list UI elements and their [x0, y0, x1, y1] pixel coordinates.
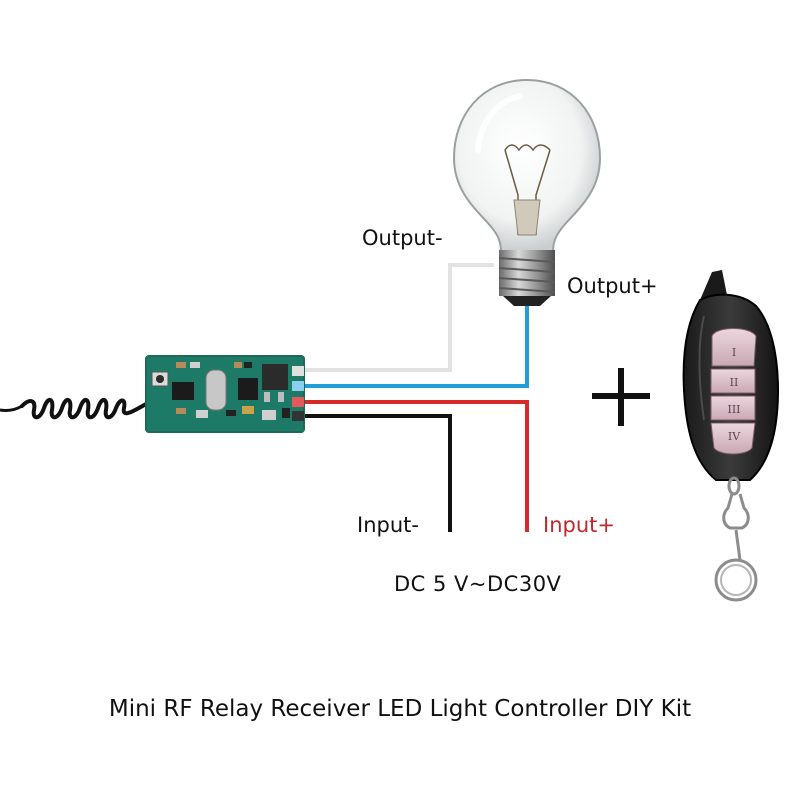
wire-input-plus	[300, 400, 529, 532]
receiver-module	[145, 355, 305, 433]
remote-button-label: III	[727, 403, 740, 416]
light-bulb-icon	[452, 78, 602, 306]
remote-button: IV	[710, 422, 756, 455]
product-caption: Mini RF Relay Receiver LED Light Control…	[108, 696, 692, 722]
remote-control-icon: I II III IV	[682, 270, 780, 602]
coiled-antenna	[0, 398, 148, 420]
input-minus-label: Input-	[357, 513, 419, 537]
keyring-clip	[714, 476, 758, 602]
output-minus-label: Output-	[362, 226, 443, 250]
remote-button-label: I	[732, 346, 736, 359]
remote-antenna	[700, 270, 728, 300]
remote-button: III	[710, 395, 756, 421]
wire-output-plus	[300, 306, 529, 388]
remote-button-label: II	[730, 376, 739, 389]
output-plus-label: Output+	[567, 274, 658, 298]
remote-button-label: IV	[728, 430, 741, 443]
wire-output-minus	[300, 263, 494, 372]
pcb-chip	[238, 378, 258, 400]
voltage-range-label: DC 5 V~DC30V	[394, 572, 562, 596]
plus-icon	[592, 368, 650, 426]
wire-input-minus	[300, 414, 452, 532]
wires	[300, 263, 529, 532]
remote-button: I	[711, 328, 757, 367]
pcb-chip	[172, 382, 194, 400]
pcb-regulator	[262, 364, 288, 390]
remote-button: II	[710, 368, 756, 394]
input-plus-label: Input+	[543, 513, 615, 537]
